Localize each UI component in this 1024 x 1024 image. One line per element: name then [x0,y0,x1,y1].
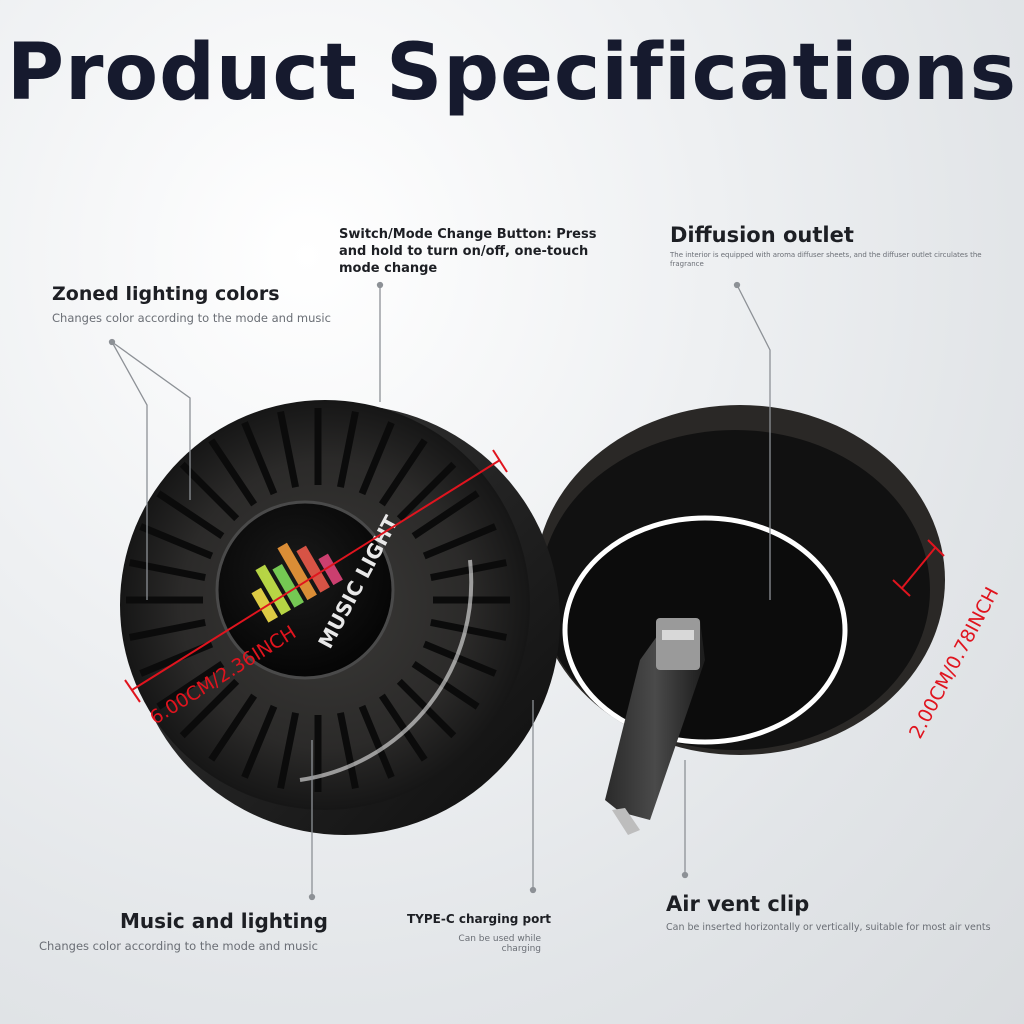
clip-tip [612,808,640,835]
lighting-segments [126,408,510,792]
diffusion-leader [736,284,771,600]
lighting-segment-divider [358,421,395,496]
lighting-segment-divider [241,704,278,779]
right-device-light-ring [562,515,848,745]
thickness-line [901,547,936,589]
left-device: MUSIC LIGHT [120,400,560,835]
lighting-segment-divider [430,559,507,581]
equalizer-bar [318,553,343,586]
zoned-leader-a [111,341,191,500]
callout-lines [108,281,771,901]
switch-button-label: Switch/Mode Change Button: Press and hol… [339,227,597,276]
lighting-segment-divider [139,640,214,677]
air-vent-clip-description: Can be inserted horizontally or vertical… [666,922,991,933]
lighting-segment-divider [129,619,206,641]
equalizer-bar [277,542,317,601]
zoned-lighting-heading: Zoned lighting colors [52,283,280,305]
lighting-segment-divider [422,640,497,677]
clip-metal-highlight [662,630,694,640]
lighting-segment-divider [139,523,214,560]
lighting-segment-divider [277,411,299,488]
lighting-segment-divider [396,461,457,522]
lighting-segment-divider [208,438,258,507]
music-lighting-heading: Music and lighting [120,909,328,933]
page-title: Product Specifications [6,28,1018,118]
typec-leader-dot [529,886,537,894]
lighting-segment-divider [337,411,359,488]
lighting-segment-divider [378,693,428,762]
lighting-segment-divider [129,559,206,581]
equalizer-bars [251,542,343,623]
lighting-segment-divider [411,660,480,710]
equalizer-bar [251,587,278,623]
gloss-highlight [299,559,474,782]
lighting-segment-divider [179,678,240,739]
lighting-segment-divider [179,461,240,522]
right-device [535,405,945,835]
typec-port-description: Can be used while charging [458,934,541,954]
diameter-tick-left [124,679,141,703]
music-leader-dot [308,893,316,901]
typec-port-heading: TYPE-C charging port [407,912,552,926]
diffusion-outlet-description: The interior is equipped with aroma diff… [670,251,982,268]
music-lighting-description: Changes color according to the mode and … [39,939,318,953]
clip-metal-hinge [656,618,700,670]
lighting-segment-divider [378,438,428,507]
thickness-tick-bottom [892,579,911,597]
equalizer-bar [296,545,330,593]
lighting-segment-divider [156,490,225,540]
zoned-leader-dot [108,338,116,346]
lighting-segment-divider [208,693,258,762]
diameter-line [131,459,501,691]
lighting-segment-divider [430,619,507,641]
lighting-segment-divider [422,523,497,560]
equalizer-bar [272,564,304,608]
diffusion-outlet-heading: Diffusion outlet [670,223,854,247]
diffusion-leader-dot [733,281,741,289]
switch-leader-dot [376,281,384,289]
air-vent-clip-heading: Air vent clip [666,892,810,916]
clip-leader-dot [681,871,689,879]
equalizer-bar [255,564,291,616]
lighting-segment-divider [241,421,278,496]
lighting-segment-divider [277,712,299,789]
lighting-segment-divider [358,704,395,779]
thickness-tick-top [927,539,945,557]
zoned-lighting-description: Changes color according to the mode and … [52,311,331,325]
lighting-segment-divider [411,490,480,540]
zoned-leader-b [111,341,148,600]
lighting-segment-divider [337,712,359,789]
lighting-segment-divider [156,660,225,710]
diameter-tick-right [492,449,508,473]
